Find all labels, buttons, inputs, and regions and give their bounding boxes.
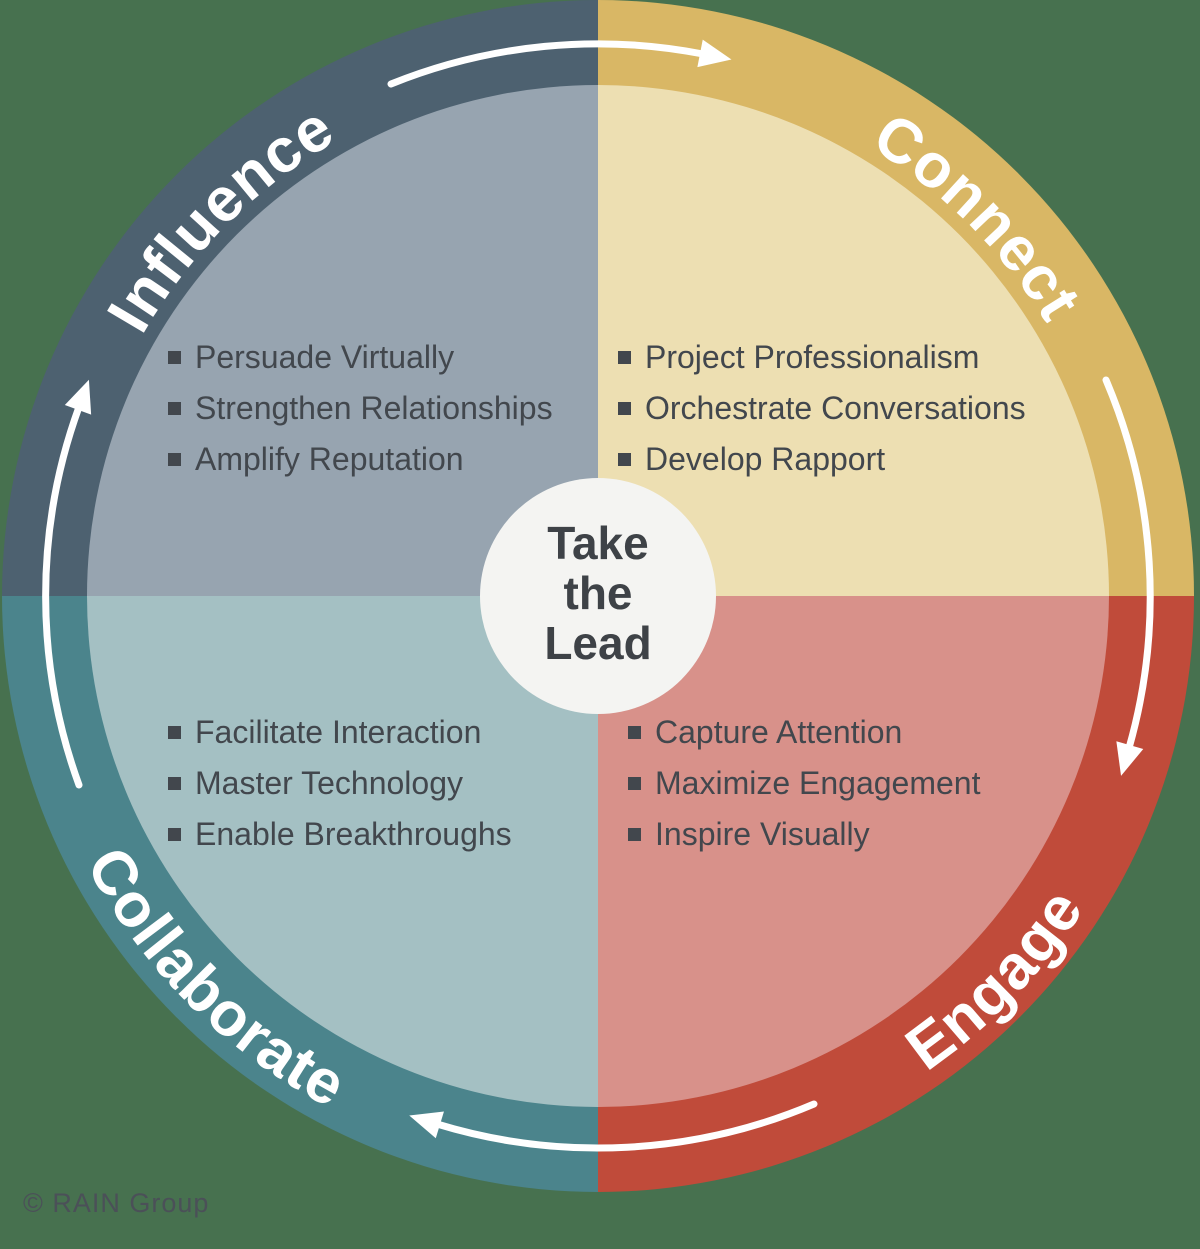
bullet-square-icon xyxy=(168,726,181,739)
list-item: Master Technology xyxy=(168,758,512,809)
influence-inner-segment xyxy=(87,85,598,596)
bullet-square-icon xyxy=(618,402,631,415)
connect-bullet-list: Project Professionalism Orchestrate Conv… xyxy=(618,332,1026,485)
center-title-line: Lead xyxy=(544,617,652,669)
collaborate-bullet-list: Facilitate Interaction Master Technology… xyxy=(168,707,512,860)
bullet-square-icon xyxy=(618,453,631,466)
right-clockwise-arrow-icon xyxy=(1102,376,1154,776)
list-item: Strengthen Relationships xyxy=(168,383,553,434)
center-title-line: Take xyxy=(547,517,649,569)
list-item-label: Persuade Virtually xyxy=(195,339,455,375)
bottom-clockwise-arrow-icon xyxy=(409,1100,818,1152)
list-item-label: Enable Breakthroughs xyxy=(195,816,512,852)
list-item: Develop Rapport xyxy=(618,434,1026,485)
bullet-square-icon xyxy=(618,351,631,364)
bullet-square-icon xyxy=(628,777,641,790)
list-item: Maximize Engagement xyxy=(628,758,980,809)
list-item: Facilitate Interaction xyxy=(168,707,512,758)
list-item-label: Orchestrate Conversations xyxy=(645,390,1026,426)
engage-inner-segment xyxy=(598,596,1109,1107)
list-item-label: Inspire Visually xyxy=(655,816,870,852)
left-clockwise-arrow-icon xyxy=(42,379,92,789)
list-item-label: Facilitate Interaction xyxy=(195,714,482,750)
bullet-square-icon xyxy=(168,828,181,841)
copyright-notice: © RAIN Group xyxy=(23,1188,210,1218)
top-clockwise-arrow-icon xyxy=(387,39,732,88)
list-item-label: Develop Rapport xyxy=(645,441,886,477)
list-item-label: Amplify Reputation xyxy=(195,441,464,477)
bullet-square-icon xyxy=(628,726,641,739)
bullet-square-icon xyxy=(168,777,181,790)
list-item: Capture Attention xyxy=(628,707,980,758)
list-item: Amplify Reputation xyxy=(168,434,553,485)
engage-bullet-list: Capture Attention Maximize Engagement In… xyxy=(628,707,980,860)
list-item: Persuade Virtually xyxy=(168,332,553,383)
list-item: Project Professionalism xyxy=(618,332,1026,383)
bullet-square-icon xyxy=(168,402,181,415)
bullet-square-icon xyxy=(628,828,641,841)
list-item-label: Strengthen Relationships xyxy=(195,390,553,426)
collaborate-inner-segment xyxy=(87,596,598,1107)
connect-inner-segment xyxy=(598,85,1109,596)
influence-bullet-list: Persuade Virtually Strengthen Relationsh… xyxy=(168,332,553,485)
list-item-label: Maximize Engagement xyxy=(655,765,981,801)
list-item: Orchestrate Conversations xyxy=(618,383,1026,434)
bullet-square-icon xyxy=(168,453,181,466)
list-item-label: Project Professionalism xyxy=(645,339,980,375)
bullet-square-icon xyxy=(168,351,181,364)
list-item: Inspire Visually xyxy=(628,809,980,860)
center-title: Take the Lead xyxy=(438,518,758,668)
list-item-label: Master Technology xyxy=(195,765,463,801)
list-item: Enable Breakthroughs xyxy=(168,809,512,860)
list-item-label: Capture Attention xyxy=(655,714,903,750)
center-circle xyxy=(480,478,716,714)
center-title-line: the xyxy=(563,567,633,619)
